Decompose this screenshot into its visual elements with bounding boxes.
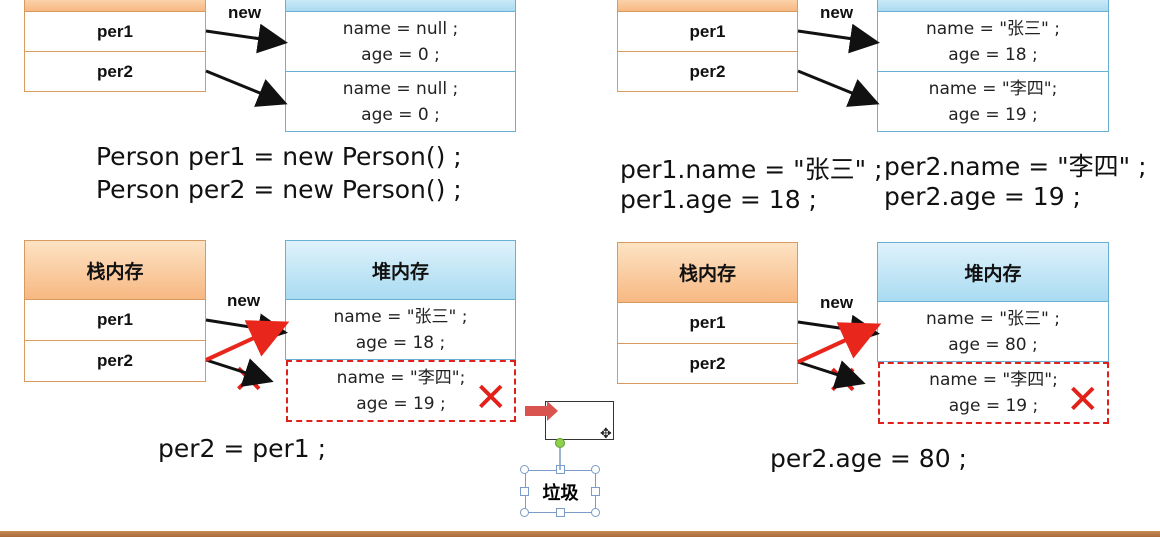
heap-object-garbage-br: name = "李四"; age = 19 ; xyxy=(878,362,1109,424)
heap-header-partial-tl xyxy=(285,0,516,12)
stack-cell-per2-tr: per2 xyxy=(617,52,798,92)
per2-label: per2 xyxy=(689,61,726,81)
garbage-label: 垃圾 xyxy=(542,482,579,504)
stack-header-partial-tl xyxy=(24,0,206,12)
heap-field-age: age = 19 ; xyxy=(948,104,1038,125)
heap-object-1-tr: name = "张三" ; age = 18 ; xyxy=(877,12,1109,72)
heap-field-name: name = null ; xyxy=(342,18,459,39)
per1-label: per1 xyxy=(689,313,726,332)
ref-arrow-per1-tr xyxy=(797,23,880,54)
new-keyword-tl: new xyxy=(228,3,262,22)
code-line: per2.age = 80 ; xyxy=(770,444,967,473)
heap-object-garbage-bl: name = "李四"; age = 19 ; xyxy=(286,360,516,422)
new-keyword-bl: new xyxy=(227,291,261,310)
per2-label: per2 xyxy=(97,61,133,81)
resize-handle[interactable] xyxy=(556,508,565,517)
code-line: per2 = per1 ; xyxy=(158,434,327,463)
heap-object-1-tl: name = null ; age = 0 ; xyxy=(285,12,516,72)
stack-cell-per1-bl: per1 xyxy=(24,300,206,341)
move-cursor-icon: ✥ xyxy=(600,425,612,441)
stack-header-bl: 栈内存 xyxy=(24,240,206,300)
per2-label: per2 xyxy=(689,353,726,373)
selected-shape[interactable] xyxy=(545,401,614,440)
stack-title: 栈内存 xyxy=(86,260,144,283)
code-line: Person per2 = new Person() ; xyxy=(96,175,462,204)
per1-label: per1 xyxy=(97,310,133,329)
heap-object-2-tr: name = "李四"; age = 19 ; xyxy=(877,72,1109,132)
heap-field-name: name = "张三" ; xyxy=(925,308,1061,329)
heap-title: 堆内存 xyxy=(371,260,429,283)
heap-field-age: age = 0 ; xyxy=(361,44,440,65)
per1-label: per1 xyxy=(97,21,133,41)
rotate-handle[interactable] xyxy=(555,438,565,448)
code-line: per1.name = "张三" ; xyxy=(620,155,883,184)
ref-arrow-per2-old-bl xyxy=(205,358,274,387)
garbage-cross-icon: ✕ xyxy=(474,375,508,421)
heap-field-age: age = 19 ; xyxy=(948,396,1039,416)
resize-handle[interactable] xyxy=(520,508,529,517)
heap-object-1-bl: name = "张三" ; age = 18 ; xyxy=(285,300,516,360)
stack-header-partial-tr xyxy=(617,0,798,12)
heap-field-age: age = 18 ; xyxy=(948,44,1038,65)
code-line: per1.age = 18 ; xyxy=(620,185,817,214)
resize-handle[interactable] xyxy=(520,487,529,496)
ref-arrow-per2-tl xyxy=(205,69,288,107)
new-keyword-tr: new xyxy=(820,3,854,22)
heap-object-2-tl: name = null ; age = 0 ; xyxy=(285,72,516,132)
ref-arrow-per1-tl xyxy=(205,23,288,54)
heap-field-name: name = "李四"; xyxy=(928,78,1058,99)
heap-title: 堆内存 xyxy=(964,262,1022,285)
resize-handle[interactable] xyxy=(591,465,600,474)
heap-field-name: name = "李四"; xyxy=(336,368,466,388)
resize-handle[interactable] xyxy=(591,508,600,517)
heap-header-br: 堆内存 xyxy=(877,242,1109,302)
stack-cell-per1-tr: per1 xyxy=(617,12,798,52)
heap-field-age: age = 19 ; xyxy=(356,394,446,414)
slide-bottom-bar xyxy=(0,531,1160,537)
ref-arrow-per2-new-bl xyxy=(205,320,290,362)
heap-field-age: age = 0 ; xyxy=(361,104,440,125)
ref-arrow-per2-new-br xyxy=(797,322,882,364)
ref-arrow-per2-tr xyxy=(797,69,880,107)
resize-handle[interactable] xyxy=(520,465,529,474)
stack-title: 栈内存 xyxy=(678,263,736,285)
per1-label: per1 xyxy=(689,21,726,41)
ref-arrow-per2-old-br xyxy=(797,360,866,389)
heap-field-name: name = "张三" ; xyxy=(925,18,1061,39)
code-line: Person per1 = new Person() ; xyxy=(96,142,462,171)
heap-field-name: name = "李四"; xyxy=(929,370,1058,390)
heap-field-age: age = 18 ; xyxy=(355,332,446,353)
per2-label: per2 xyxy=(97,351,133,370)
heap-field-name: name = null ; xyxy=(342,78,459,99)
new-keyword-br: new xyxy=(820,293,854,312)
garbage-cross-icon: ✕ xyxy=(1066,377,1100,423)
heap-header-partial-tr xyxy=(877,0,1109,12)
heap-field-age: age = 80 ; xyxy=(948,334,1038,355)
stack-cell-per2-br: per2 xyxy=(617,344,798,384)
resize-handle[interactable] xyxy=(591,487,600,496)
code-line: per2.name = "李四" ; xyxy=(884,152,1147,181)
code-line: per2.age = 19 ; xyxy=(884,182,1081,211)
pointer-arrow-icon xyxy=(525,401,558,421)
stack-cell-per1-tl: per1 xyxy=(24,12,206,52)
heap-object-1-br: name = "张三" ; age = 80 ; xyxy=(877,302,1109,362)
stack-header-br: 栈内存 xyxy=(617,242,798,303)
stack-cell-per2-bl: per2 xyxy=(24,341,206,382)
stack-cell-per2-tl: per2 xyxy=(24,52,206,92)
heap-field-name: name = "张三" ; xyxy=(333,306,468,327)
heap-header-bl: 堆内存 xyxy=(285,240,516,300)
stack-cell-per1-br: per1 xyxy=(617,303,798,344)
